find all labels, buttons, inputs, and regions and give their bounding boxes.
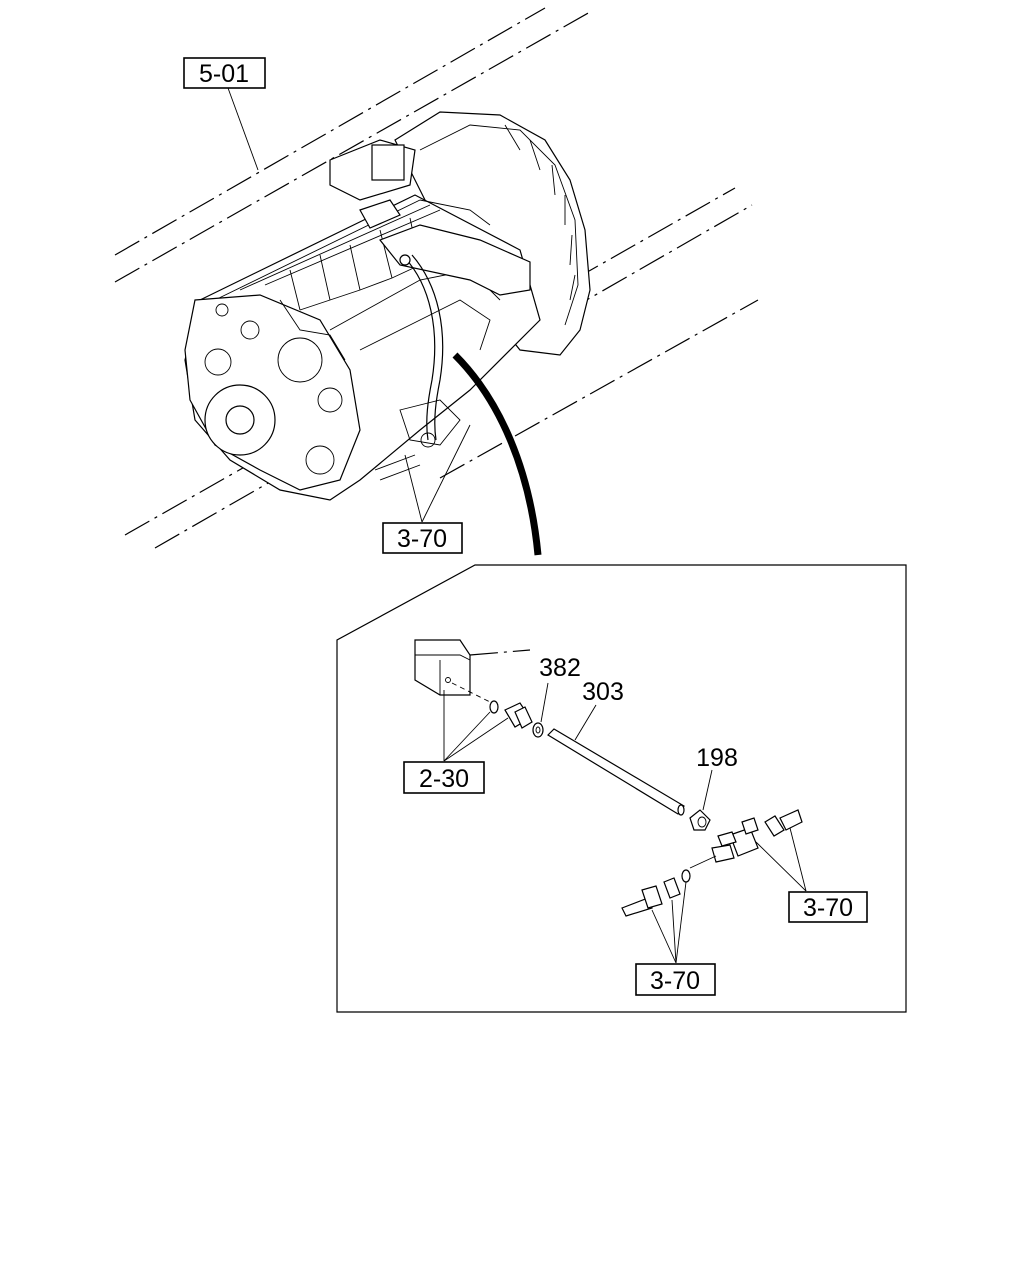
washer-icon <box>489 700 499 714</box>
svg-text:3-70: 3-70 <box>650 967 700 995</box>
part-382-washer: 382 <box>532 654 581 738</box>
tee-connector <box>689 809 803 869</box>
callout-5-01: 5-01 <box>183 57 266 89</box>
callout-3-70-upper: 3-70 <box>382 522 463 554</box>
svg-text:198: 198 <box>696 744 738 772</box>
detail-panel-border <box>336 564 907 1013</box>
svg-text:3-70: 3-70 <box>397 525 447 553</box>
bracket <box>414 639 531 703</box>
svg-text:2-30: 2-30 <box>419 765 469 793</box>
svg-text:5-01: 5-01 <box>199 60 249 88</box>
callout-2-30: 2-30 <box>403 761 485 794</box>
callout-3-70-right: 3-70 <box>788 891 868 923</box>
upper-leaders <box>227 87 471 523</box>
union-fitting <box>504 702 533 729</box>
svg-text:303: 303 <box>582 678 624 706</box>
part-303-pipe: 303 <box>547 678 685 816</box>
callout-3-70-bottom: 3-70 <box>635 963 716 996</box>
svg-text:3-70: 3-70 <box>803 894 853 922</box>
bolt-assembly <box>621 869 691 917</box>
detail-leaders <box>443 690 807 964</box>
part-198-nut: 198 <box>689 744 738 831</box>
detail-pointer <box>452 352 542 556</box>
svg-text:382: 382 <box>539 654 581 682</box>
transmission-illustration <box>184 111 591 501</box>
